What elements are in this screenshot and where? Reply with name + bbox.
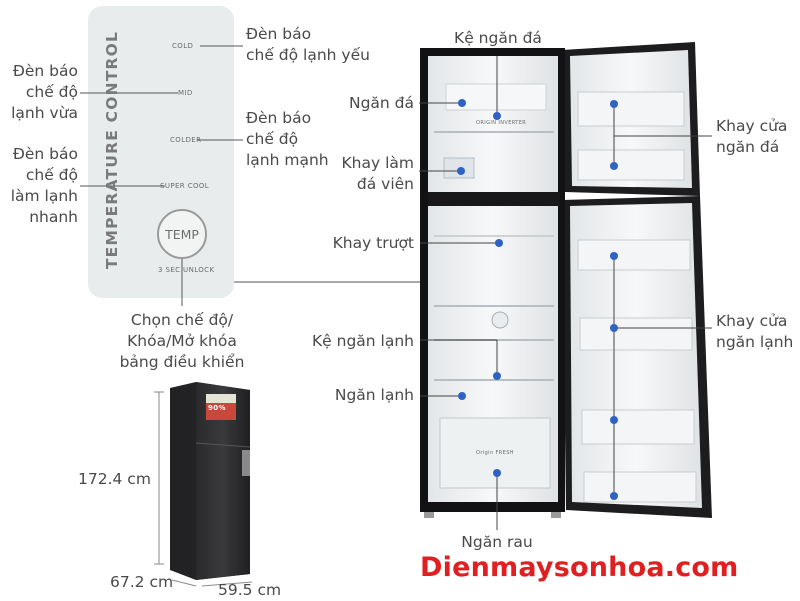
- inverter-mark: ORIGIN INVERTER: [476, 120, 527, 126]
- brand-watermark: Dienmaysonhoa.com: [420, 552, 739, 583]
- fridge-cabinet: [420, 48, 565, 518]
- dot-fridge-door-3: [610, 416, 618, 424]
- dimension-depth: 67.2 cm: [110, 573, 174, 591]
- mode-mid: MID: [178, 89, 193, 97]
- label-crisper: Ngăn rau: [461, 533, 533, 551]
- dot-fridge-door-4: [610, 492, 618, 500]
- mode-super-cool: SUPER COOL: [160, 182, 210, 190]
- dot-freezer: [458, 99, 466, 107]
- dimension-width: 59.5 cm: [218, 581, 282, 599]
- callout-dots: [457, 99, 618, 500]
- dot-fridge-door-1: [610, 252, 618, 260]
- dot-crisper: [493, 469, 501, 477]
- dot-fridge: [458, 392, 466, 400]
- closed-fridge: [170, 382, 251, 580]
- mode-colder: COLDER: [170, 136, 202, 144]
- freezer-door: [562, 42, 700, 196]
- unlock-hint: 3 SEC UNLOCK: [158, 266, 215, 274]
- label-fridge-shelf: Kệ ngăn lạnh: [312, 332, 414, 350]
- dot-freezer-door-1: [610, 100, 618, 108]
- dot-freezer-door-2: [610, 162, 618, 170]
- temp-button: TEMP: [157, 209, 207, 259]
- label-fridge: Ngăn lạnh: [334, 386, 414, 404]
- callout-lines: [419, 56, 712, 530]
- mode-cold: COLD: [172, 42, 194, 50]
- fridge-badge: 90%: [208, 404, 226, 412]
- dimension-lines: [154, 391, 253, 587]
- label-ice-shelf: Kệ ngăn đá: [454, 29, 542, 47]
- dot-ice-shelf: [493, 112, 501, 120]
- dot-fridge-door-2: [610, 324, 618, 332]
- label-freezer: Ngăn đá: [348, 94, 414, 112]
- dot-ice-maker: [457, 167, 465, 175]
- fridge-door: [562, 196, 712, 518]
- dot-slide-tray: [495, 239, 503, 247]
- panel-leader-lines: [80, 45, 243, 306]
- label-slide-tray: Khay trượt: [332, 234, 414, 252]
- panel-heading: TEMPERATURE CONTROL: [103, 30, 121, 270]
- dimension-height: 172.4 cm: [78, 470, 151, 488]
- crisper-mark: Origin FRESH: [476, 450, 514, 456]
- dot-fridge-shelf: [493, 372, 501, 380]
